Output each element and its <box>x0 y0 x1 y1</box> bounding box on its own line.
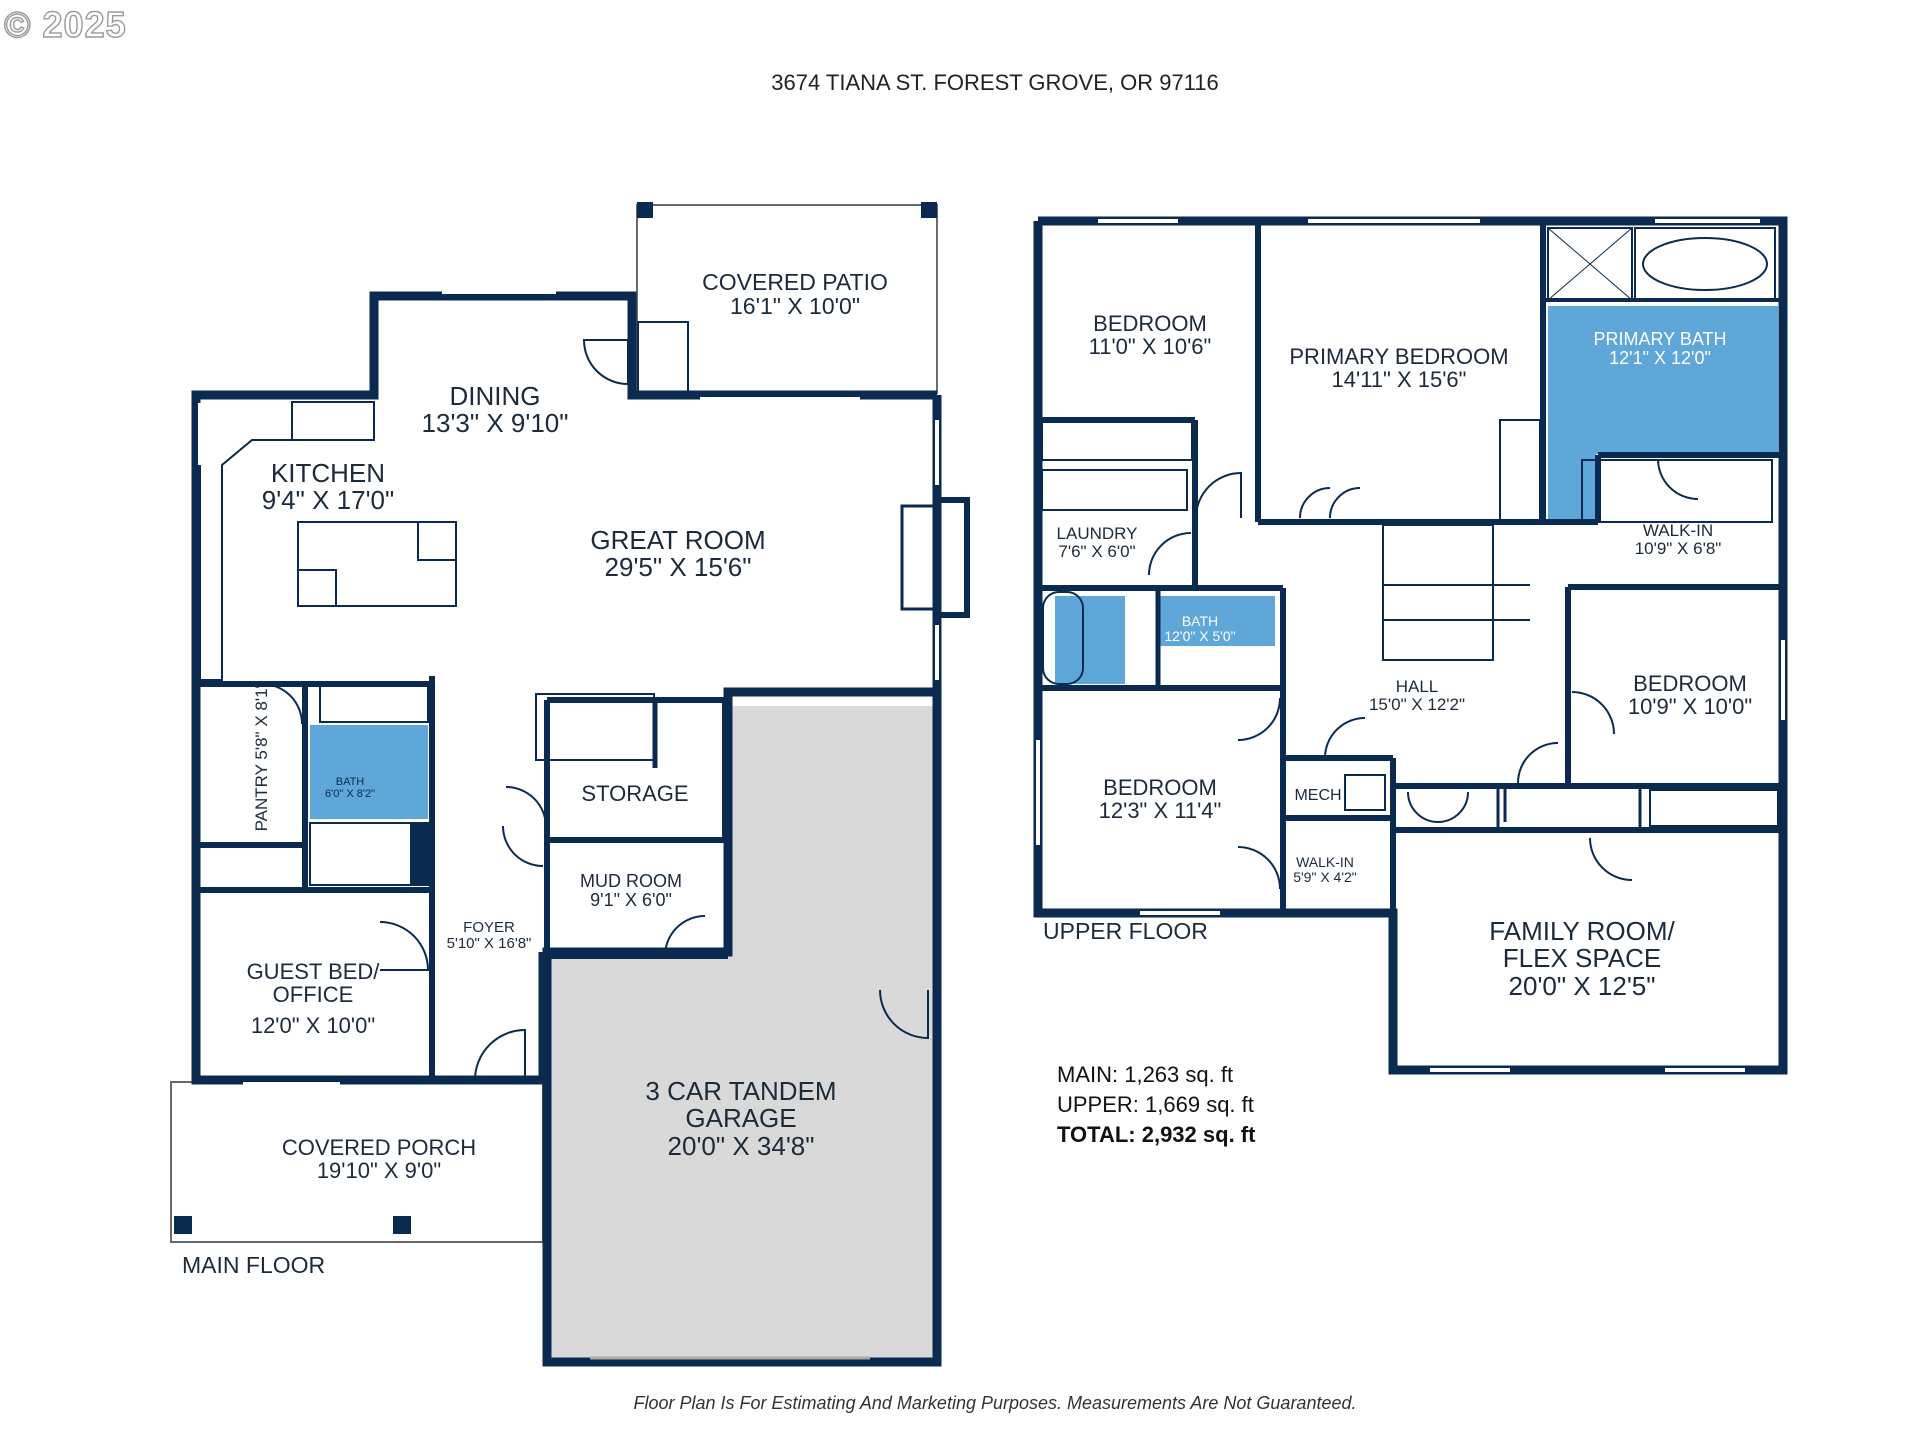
disclaimer: Floor Plan Is For Estimating And Marketi… <box>633 1393 1357 1413</box>
area-summary: MAIN: 1,263 sq. ft UPPER: 1,669 sq. ft T… <box>1057 1060 1255 1150</box>
pantry-label: PANTRY 5'8" X 8'1" <box>252 682 272 832</box>
main-area: MAIN: 1,263 sq. ft <box>1057 1062 1234 1087</box>
storage-label: STORAGE <box>581 781 689 806</box>
property-address: 3674 TIANA ST. FOREST GROVE, OR 97116 <box>771 70 1219 95</box>
main-bath-fill <box>310 725 428 819</box>
main-floor-exterior-wall <box>542 395 942 1367</box>
main-floor-label: MAIN FLOOR <box>182 1252 326 1278</box>
copyright-watermark: © 2025 <box>3 3 127 45</box>
upper-floor-label: UPPER FLOOR <box>1043 918 1208 944</box>
upper-bath-fill <box>1055 596 1125 684</box>
upper-floor-exterior-wall <box>1033 216 1788 1075</box>
upper-area: UPPER: 1,669 sq. ft <box>1057 1092 1254 1117</box>
mech-label: MECH <box>1294 787 1342 804</box>
garage-floor-fill <box>547 706 935 1358</box>
total-area: TOTAL: 2,932 sq. ft <box>1057 1122 1256 1147</box>
